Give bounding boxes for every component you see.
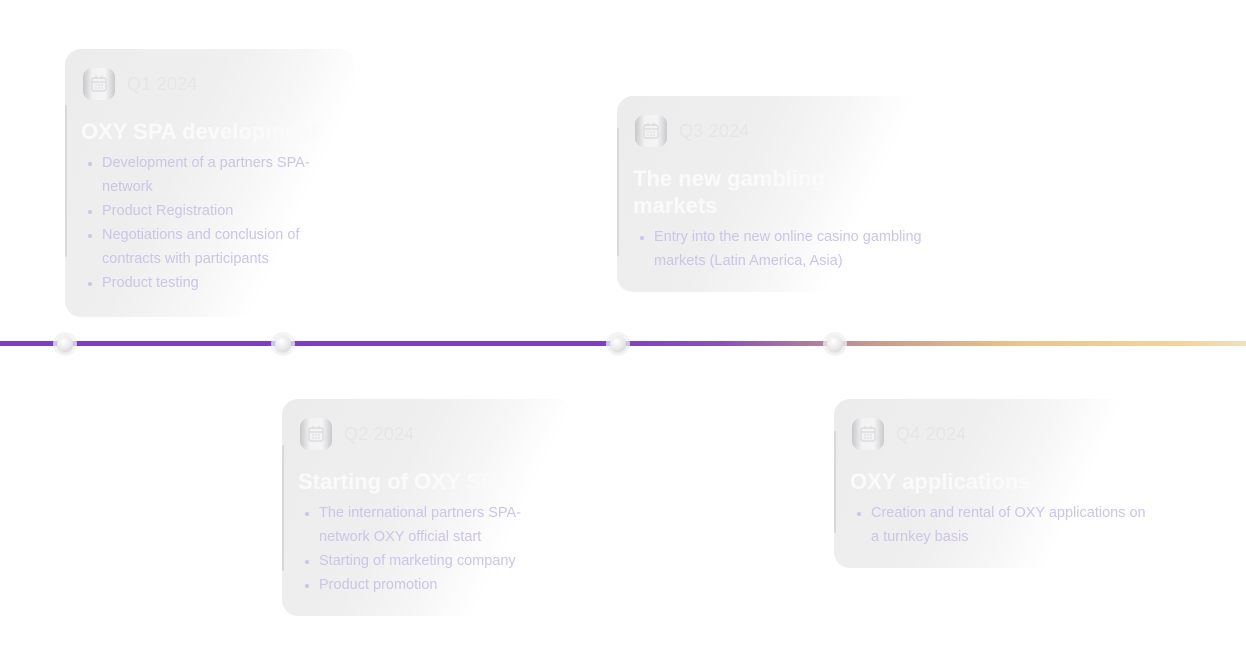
milestone-list: Development of a partners SPA-network Pr… xyxy=(83,151,337,295)
calendar-icon xyxy=(852,418,884,450)
milestone-item: Creation and rental of OXY applications … xyxy=(856,501,1156,549)
quarter-label: Q1 2024 xyxy=(127,73,198,94)
timeline-node-dot xyxy=(57,336,73,352)
card-accent-bar xyxy=(834,431,836,533)
card-accent-bar xyxy=(282,445,284,571)
milestone-item: Product promotion xyxy=(304,573,554,597)
card-header: Q1 2024 xyxy=(83,68,337,100)
calendar-icon xyxy=(83,68,115,100)
card-accent-bar xyxy=(617,128,619,256)
card-title: Starting of OXY SPA xyxy=(298,469,510,494)
milestone-item: Starting of marketing company xyxy=(304,549,554,573)
card-title: The new gambling markets xyxy=(633,166,825,218)
milestone-item: Product Registration xyxy=(87,199,337,223)
roadmap-card-q2: Q2 2024 Starting of OXY SPA The internat… xyxy=(282,399,572,616)
milestone-item: Negotiations and conclusion of contracts… xyxy=(87,223,327,271)
card-accent-bar xyxy=(65,105,67,257)
milestone-item: Development of a partners SPA-network xyxy=(87,151,327,199)
card-title: OXY SPA development xyxy=(81,119,318,144)
card-title: OXY applications xyxy=(850,469,1031,494)
quarter-label: Q2 2024 xyxy=(344,423,415,444)
timeline-node-q3 xyxy=(606,332,630,356)
quarter-label: Q4 2024 xyxy=(896,423,967,444)
milestone-item: Product testing xyxy=(87,271,337,295)
timeline-node-dot xyxy=(610,336,626,352)
milestone-item: Entry into the new online casino gamblin… xyxy=(639,225,929,273)
timeline-node-q1 xyxy=(53,332,77,356)
milestone-item: The international partners SPA-network O… xyxy=(304,501,549,549)
quarter-label: Q3 2024 xyxy=(679,120,750,141)
card-header: Q4 2024 xyxy=(852,418,1126,450)
roadmap-card-q3: Q3 2024 The new gambling markets Entry i… xyxy=(617,96,927,292)
milestone-list: Creation and rental of OXY applications … xyxy=(852,501,1146,549)
roadmap-card-q1: Q1 2024 OXY SPA development Development … xyxy=(65,49,355,317)
calendar-icon xyxy=(635,115,667,147)
timeline-node-q2 xyxy=(271,332,295,356)
timeline-node-dot xyxy=(275,336,291,352)
timeline-node-q4 xyxy=(823,332,847,356)
timeline-node-dot xyxy=(827,336,843,352)
card-header: Q3 2024 xyxy=(635,115,909,147)
card-header: Q2 2024 xyxy=(300,418,554,450)
milestone-list: The international partners SPA-network O… xyxy=(300,501,554,597)
milestone-list: Entry into the new online casino gamblin… xyxy=(635,225,922,273)
calendar-icon xyxy=(300,418,332,450)
roadmap-card-q4: Q4 2024 OXY applications Creation and re… xyxy=(834,399,1146,568)
